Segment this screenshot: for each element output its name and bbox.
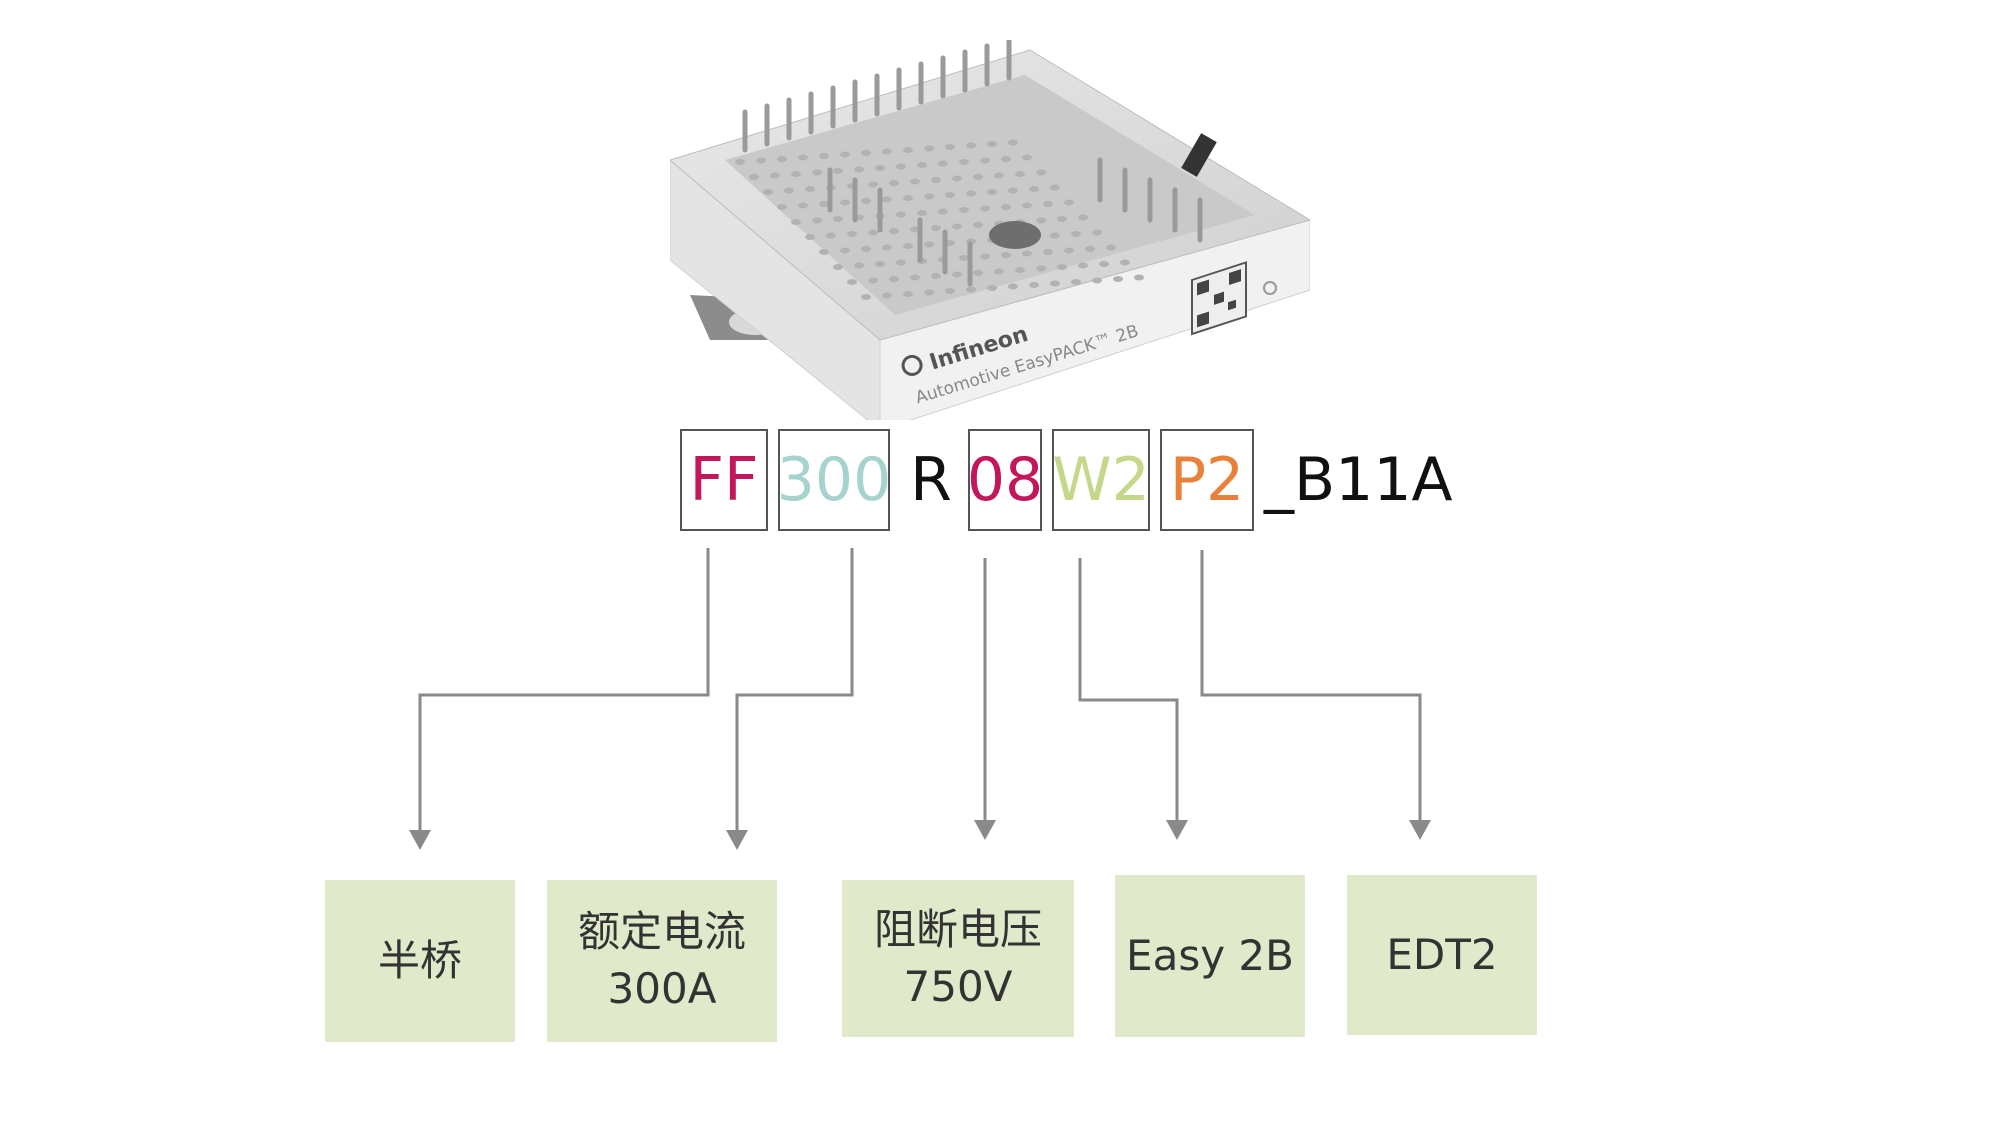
arrowhead [1166, 820, 1188, 840]
desc-line1: 阻断电压 [873, 904, 1042, 954]
desc-line1: 额定电流 [577, 907, 746, 957]
desc-line2: 300A [607, 964, 717, 1013]
connector-rated-current [735, 548, 854, 830]
pn-seg-r: R [910, 445, 952, 515]
desc-line1: Easy 2B [1126, 930, 1294, 980]
connector-chip-technology [1200, 550, 1422, 820]
desc-box-blocking-voltage: 阻断电压 750V [842, 880, 1074, 1037]
pn-seg-ff: FF [680, 429, 768, 531]
desc-box-package: Easy 2B [1115, 875, 1305, 1037]
arrowhead [974, 820, 996, 840]
desc-box-half-bridge: 半桥 [325, 880, 515, 1042]
power-module-image: Infineon Automotive EasyPACK™ 2B [670, 40, 1310, 420]
pn-seg-08: 08 [967, 429, 1043, 531]
pn-seg-300: 300 [777, 429, 891, 531]
desc-line1: 半桥 [377, 935, 462, 985]
pn-seg-w2: W2 [1052, 429, 1150, 531]
desc-box-chip-technology: EDT2 [1347, 875, 1537, 1035]
pn-seg-p2: P2 [1160, 429, 1254, 531]
desc-line2: 750V [903, 961, 1013, 1011]
pn-seg-b11a: _B11A [1264, 445, 1453, 515]
desc-line1: EDT2 [1386, 929, 1498, 979]
connector-half-bridge [418, 548, 710, 830]
desc-box-rated-current: 额定电流 300A [547, 880, 777, 1042]
connector-package [1078, 558, 1179, 820]
arrowhead [1409, 820, 1431, 840]
arrowhead [409, 830, 431, 850]
arrowhead [726, 830, 748, 850]
